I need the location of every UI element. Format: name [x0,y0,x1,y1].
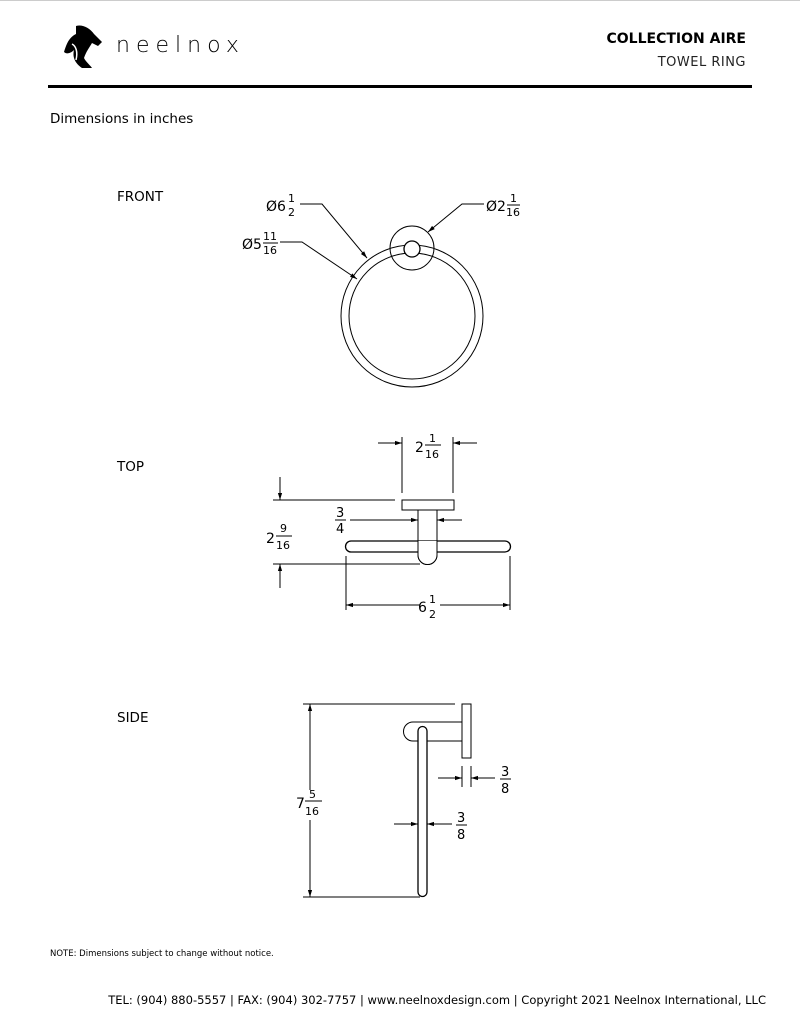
footer-contact: TEL: (904) 880-5557 | FAX: (904) 302-775… [108,993,766,1007]
collection-title: COLLECTION AIRE [606,31,747,47]
mount-plate [401,499,455,511]
dim-mount-width-den: 16 [425,448,439,461]
dim-height-den: 16 [305,805,319,818]
dim-height-whole: 7 [296,796,305,812]
dim-ring-width-whole: 6 [418,600,427,616]
product-name: TOWEL RING [657,55,746,70]
side-mount-plate [461,703,472,759]
dim-plate-thickness-den: 8 [501,782,509,797]
dim-inner-dia-num: 11 [263,230,277,243]
dim-projection-den: 16 [276,539,290,552]
dim-ring-width-den: 2 [429,608,436,621]
header-divider [48,85,752,88]
dim-outer-dia-den: 2 [288,206,295,219]
dim-inner-dia-whole: Ø5 [242,237,262,253]
dim-outer-dia-whole: Ø6 [266,199,286,215]
dim-inner-dia-den: 16 [263,244,277,257]
brand-name: neelnox [116,33,245,58]
dim-height-num: 5 [309,788,316,801]
front-view: Ø6 1 2 Ø2 1 16 Ø5 11 16 [242,192,520,388]
dim-outer-dia-num: 1 [288,192,295,205]
dim-ring-width-num: 1 [429,593,436,606]
dim-mount-width-num: 1 [429,432,436,445]
dim-mount-width-whole: 2 [415,440,424,456]
dim-plate-thickness-num: 3 [501,765,509,780]
units-note: Dimensions in inches [50,111,194,127]
side-view: 7 5 16 3 8 3 8 [296,703,511,898]
dim-projection-whole: 2 [266,531,275,547]
view-label-front: FRONT [117,189,164,205]
view-label-top: TOP [117,459,145,475]
side-arm [403,721,462,742]
horse-logo-icon [64,25,102,68]
dim-rod-thickness-num: 3 [457,811,465,826]
view-label-side: SIDE [117,710,149,726]
mount-post [403,240,421,258]
disclaimer-note: NOTE: Dimensions subject to change witho… [50,949,274,959]
ring-inner [348,252,476,380]
dim-rod-thickness-den: 8 [457,828,465,843]
dim-mount-dia-num: 1 [510,192,517,205]
top-border [0,0,800,1]
leader-outer-dia [300,203,368,259]
dim-mount-dia-den: 16 [506,206,520,219]
dim-projection-num: 9 [280,522,287,535]
dim-post-width-den: 4 [336,522,344,537]
leader-mount-dia [427,203,484,233]
top-view: 2 1 16 2 9 16 3 4 6 1 2 [266,432,512,621]
ring-outer [340,244,484,388]
leader-inner-dia [280,241,358,280]
dim-mount-dia-whole: Ø2 [486,199,506,215]
dim-post-width-num: 3 [336,506,344,521]
side-rod [417,725,428,898]
